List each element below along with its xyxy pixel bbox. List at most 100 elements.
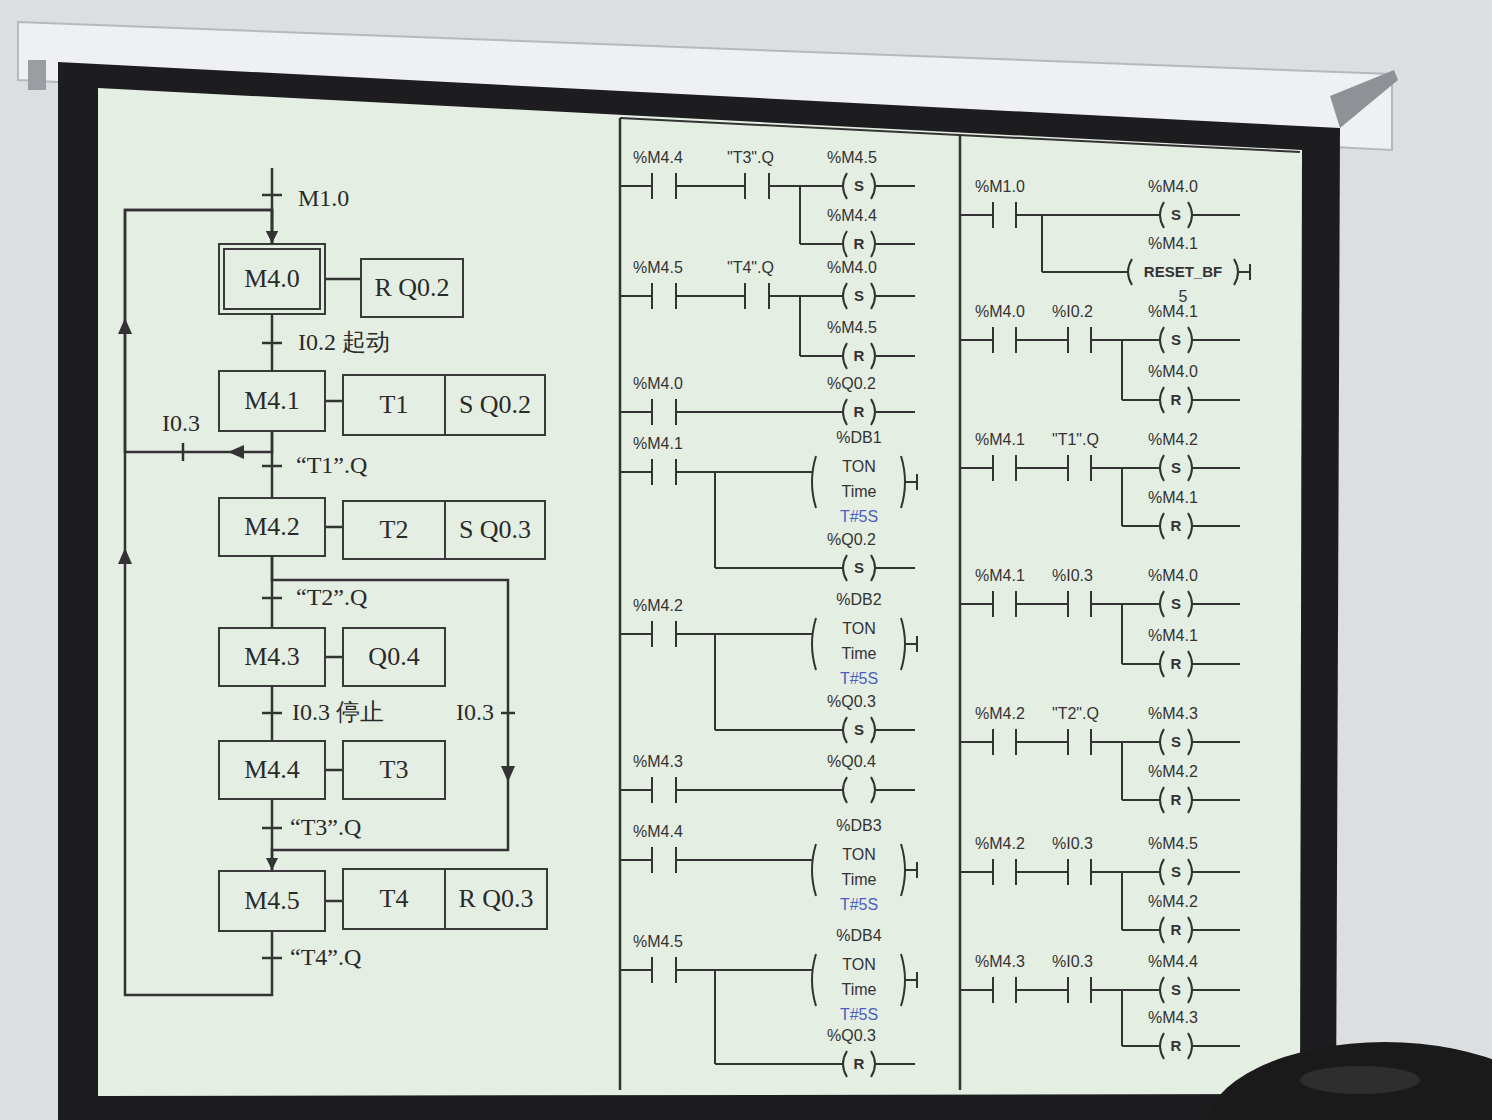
coil-bracket xyxy=(1188,859,1192,885)
sfc-connector xyxy=(326,400,342,403)
signal-label: "T1".Q xyxy=(1052,431,1099,449)
ladder-wire xyxy=(1192,525,1240,527)
coil-bracket xyxy=(871,231,875,257)
ladder-wire xyxy=(799,296,801,356)
signal-label: %M4.5 xyxy=(827,319,877,337)
action-box: S Q0.2 xyxy=(444,374,546,436)
coil-bracket xyxy=(1160,1033,1164,1059)
signal-label: %M4.2 xyxy=(975,835,1025,853)
signal-label: %M4.3 xyxy=(633,753,683,771)
signal-label: %M4.1 xyxy=(1148,235,1198,253)
ladder-wire xyxy=(992,859,994,885)
ladder-wire xyxy=(1121,604,1123,664)
ladder-wire xyxy=(651,459,653,485)
coil-bracket xyxy=(1188,651,1192,677)
ladder-wire xyxy=(960,339,993,341)
ladder-wire xyxy=(676,633,812,635)
ladder-wire xyxy=(905,643,917,645)
transition-label: “T3”.Q xyxy=(288,814,363,842)
ladder-wire xyxy=(1122,663,1160,665)
coil-bracket xyxy=(901,844,905,896)
signal-label: %M4.4 xyxy=(633,823,683,841)
signal-label: Time xyxy=(842,981,877,999)
coil-letter: R xyxy=(1171,792,1182,809)
ladder-wire xyxy=(992,327,994,353)
step-label: S Q0.2 xyxy=(459,390,531,420)
coil-bracket xyxy=(1188,917,1192,943)
transition-label: I0.3 xyxy=(160,410,202,438)
ladder-wire xyxy=(651,399,653,425)
ladder-wire xyxy=(1067,455,1069,481)
signal-label: %M4.3 xyxy=(1148,1009,1198,1027)
coil-bracket xyxy=(1160,455,1164,481)
step-label: M4.1 xyxy=(244,386,300,416)
action-box: Q0.4 xyxy=(342,627,446,687)
ladder-wire xyxy=(875,1063,915,1065)
coil-bracket xyxy=(1160,387,1164,413)
signal-label: %Q0.4 xyxy=(827,753,876,771)
ladder-wire xyxy=(1122,799,1160,801)
ladder-wire xyxy=(992,202,994,228)
ladder-wire xyxy=(676,411,843,413)
ladder-wire xyxy=(620,789,652,791)
ladder-wire xyxy=(960,214,993,216)
ladder-wire xyxy=(1249,264,1251,280)
ladder-wire xyxy=(714,634,716,730)
signal-label: %M4.0 xyxy=(1148,567,1198,585)
ladder-wire xyxy=(960,741,993,743)
signal-label: TON xyxy=(842,846,875,864)
step-box: M4.1 xyxy=(218,370,326,432)
signal-label: %Q0.2 xyxy=(827,375,876,393)
coil-bracket xyxy=(871,343,875,369)
coil-letter: R xyxy=(1171,656,1182,673)
coil-letter: S xyxy=(1171,734,1181,751)
ladder-wire xyxy=(1016,871,1068,873)
coil-bracket xyxy=(843,343,847,369)
ladder-wire xyxy=(676,789,843,791)
step-box: M4.0 xyxy=(218,243,326,315)
ladder-wire xyxy=(620,471,652,473)
coil-letter: S xyxy=(1171,207,1181,224)
ladder-wire xyxy=(1041,215,1043,272)
signal-label: %M4.3 xyxy=(1148,705,1198,723)
coil-bracket xyxy=(901,618,905,670)
ladder-wire xyxy=(651,283,653,309)
coil-bracket xyxy=(1188,787,1192,813)
step-label: M4.5 xyxy=(244,886,300,916)
ladder-wire xyxy=(1238,271,1250,273)
coil-bracket xyxy=(843,173,847,199)
ladder-wire xyxy=(676,969,812,971)
ladder-wire xyxy=(1122,399,1160,401)
transition-label: I0.2 起动 xyxy=(296,329,392,357)
transition-label: “T4”.Q xyxy=(288,944,363,972)
ladder-wire xyxy=(1121,468,1123,526)
coil-letter: R xyxy=(854,236,865,253)
step-label: M4.2 xyxy=(244,512,300,542)
coil-bracket xyxy=(1160,202,1164,228)
coil-bracket xyxy=(1188,387,1192,413)
ladder-wire xyxy=(714,970,716,1064)
sfc-connector xyxy=(326,656,342,659)
coil-bracket xyxy=(1234,259,1238,285)
signal-label: %M4.0 xyxy=(827,259,877,277)
ladder-wire xyxy=(769,185,843,187)
ladder-wire xyxy=(1091,989,1160,991)
ladder-wire xyxy=(1091,741,1160,743)
coil-bracket xyxy=(1160,917,1164,943)
ladder-wire xyxy=(875,295,915,297)
coil-bracket xyxy=(1188,729,1192,755)
signal-label: %M4.0 xyxy=(1148,363,1198,381)
step-box: M4.2 xyxy=(218,497,326,557)
signal-label: %M4.2 xyxy=(1148,431,1198,449)
coil-letter: S xyxy=(1171,982,1181,999)
coil-letter: S xyxy=(854,560,864,577)
ladder-wire xyxy=(1121,990,1123,1046)
timer-preset: T#5S xyxy=(840,896,878,914)
signal-label: Time xyxy=(842,645,877,663)
coil-bracket xyxy=(871,173,875,199)
ladder-wire xyxy=(992,455,994,481)
step-label: Q0.4 xyxy=(368,642,419,672)
coil-bracket xyxy=(1160,327,1164,353)
